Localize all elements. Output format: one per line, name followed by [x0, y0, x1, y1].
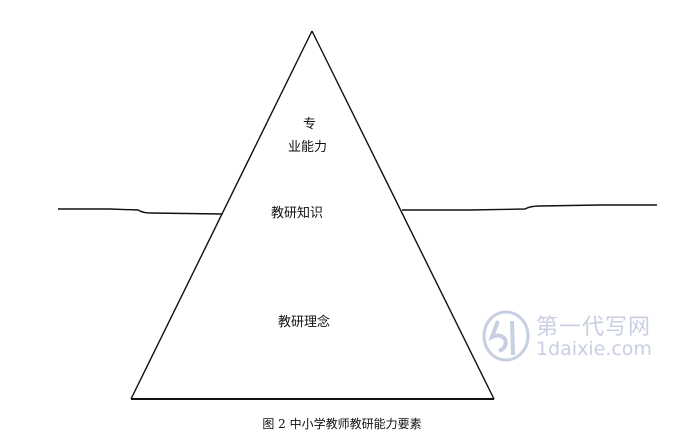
professional-ability-label-line2: 业能力 — [288, 140, 328, 155]
pyramid-right-edge — [311, 30, 495, 400]
pyramid-left-edge — [130, 30, 313, 400]
research-knowledge-label: 教研知识 — [271, 206, 324, 221]
waterline-left — [58, 208, 223, 215]
watermark-domain-text: 1daixie.com — [536, 338, 652, 360]
figure-caption: 图 2 中小学教师教研能力要素 — [262, 417, 422, 431]
watermark: 第一代写网 1daixie.com — [480, 305, 676, 365]
waterline-right — [402, 204, 657, 211]
watermark-chinese-text: 第一代写网 — [536, 315, 652, 340]
professional-ability-label-line1: 专 — [303, 117, 317, 132]
watermark-logo-icon — [482, 310, 530, 362]
research-concept-label: 教研理念 — [278, 315, 331, 330]
